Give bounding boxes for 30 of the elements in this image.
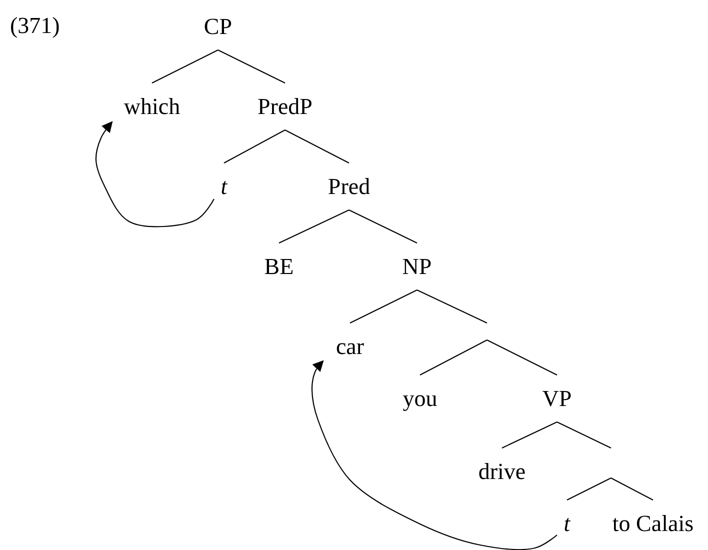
tree-branch-line (224, 130, 286, 164)
tree-node-label: BE (264, 255, 294, 278)
tree-branch-line (348, 210, 418, 244)
tree-node-label: VP (542, 387, 572, 410)
tree-node-label: which (124, 95, 180, 118)
tree-branch-line (218, 50, 286, 84)
tree-node-label: you (402, 387, 438, 410)
tree-branch-line (486, 340, 558, 376)
tree-node-label: PredP (258, 95, 312, 118)
trace-symbol: t (220, 175, 228, 198)
tree-node-label: car (336, 335, 364, 358)
tree-branch-line (420, 340, 488, 376)
tree-branch-line (350, 290, 418, 324)
movement-arrow (311, 360, 558, 550)
tree-node-label: NP (402, 255, 432, 278)
tree-branch-line (610, 478, 654, 500)
tree-node-label: to Calais (612, 512, 694, 535)
trace-symbol: t (564, 512, 570, 535)
tree-branch-line (556, 422, 612, 448)
example-number: (371) (10, 14, 60, 37)
tree-branch-line (566, 478, 612, 500)
tree-branch-line (278, 210, 350, 244)
movement-arrow (95, 121, 214, 228)
tree-node-label: Pred (328, 175, 370, 198)
tree-node-label: CP (204, 15, 232, 38)
tree-branch-line (416, 290, 488, 324)
tree-branch-line (284, 130, 350, 164)
tree-branch-line (502, 422, 558, 448)
tree-node-label: drive (478, 460, 526, 483)
tree-branch-line (152, 50, 218, 84)
